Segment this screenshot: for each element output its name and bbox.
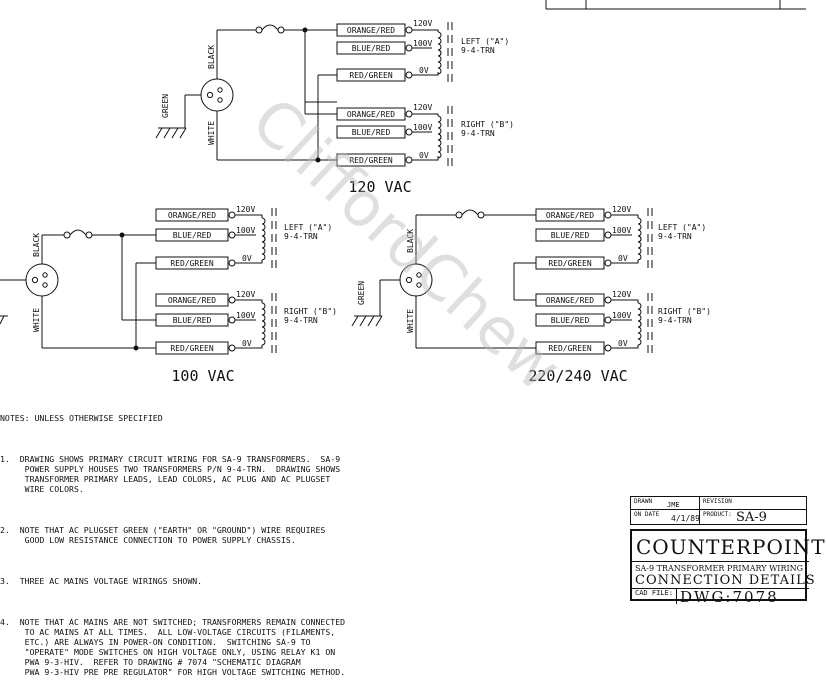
- transformer-part: 9-4-TRN: [658, 232, 692, 241]
- on-date-value: 4/1/89: [671, 514, 700, 523]
- lead-label: BLUE/RED: [352, 44, 391, 53]
- wire-color-label: GREEN: [357, 281, 366, 305]
- note-4: 4. NOTE THAT AC MAINS ARE NOT SWITCHED; …: [0, 617, 346, 677]
- lead-label: BLUE/RED: [173, 231, 212, 240]
- transformer-label: RIGHT ("B"): [461, 120, 514, 129]
- lead-label: BLUE/RED: [551, 231, 590, 240]
- tap-label: 0V: [242, 254, 252, 263]
- lead-label: ORANGE/RED: [347, 26, 395, 35]
- transformer-part: 9-4-TRN: [284, 232, 318, 241]
- product-cell: PRODUCT: SA-9: [699, 509, 807, 525]
- tap-label: 0V: [618, 254, 628, 263]
- tap-label: 120V: [236, 290, 255, 299]
- caption-120vac: 120 VAC: [348, 178, 411, 196]
- lead-label: BLUE/RED: [551, 316, 590, 325]
- tap-label: 0V: [419, 66, 429, 75]
- drawn-value: JME: [667, 501, 680, 509]
- product-label: PRODUCT:: [703, 511, 732, 518]
- company-name: COUNTERPOINT: [636, 535, 826, 559]
- tap-label: 100V: [612, 311, 631, 320]
- lead-label: RED/GREEN: [349, 156, 393, 165]
- wire-color-label: WHITE: [32, 308, 41, 332]
- note-2: 2. NOTE THAT AC PLUGSET GREEN ("EARTH" O…: [0, 525, 326, 545]
- company-cell: COUNTERPOINT SA-9 TRANSFORMER PRIMARY WI…: [630, 529, 825, 606]
- caption-220vac: 220/240 VAC: [528, 367, 627, 385]
- lead-label: RED/GREEN: [548, 344, 592, 353]
- note-3: 3. THREE AC MAINS VOLTAGE WIRINGS SHOWN.: [0, 576, 203, 586]
- tap-label: 120V: [413, 19, 432, 28]
- caption-100vac: 100 VAC: [171, 367, 234, 385]
- transformer-label: LEFT ("A"): [284, 223, 332, 232]
- tap-label: 120V: [612, 290, 631, 299]
- lead-label: ORANGE/RED: [168, 211, 216, 220]
- lead-label: RED/GREEN: [170, 344, 214, 353]
- tap-label: 100V: [413, 123, 432, 132]
- date-cell: ON DATE 4/1/89: [630, 509, 700, 525]
- tap-label: 0V: [618, 339, 628, 348]
- wiring-diagram: ORANGE/RED BLUE/RED RED/GREEN ORANGE/RED…: [0, 0, 806, 405]
- dwg-number: DWG:7078: [680, 588, 779, 606]
- lead-label: RED/GREEN: [548, 259, 592, 268]
- transformer-part: 9-4-TRN: [658, 316, 692, 325]
- tap-label: 0V: [419, 151, 429, 160]
- cad-file-label: CAD FILE:: [635, 589, 673, 597]
- drawn-label: DRAWN: [634, 498, 653, 505]
- transformer-part: 9-4-TRN: [461, 46, 495, 55]
- wire-color-label: BLACK: [406, 229, 415, 253]
- wire-color-label: WHITE: [406, 309, 415, 333]
- transformer-label: LEFT ("A"): [461, 37, 509, 46]
- notes-heading: NOTES: UNLESS OTHERWISE SPECIFIED: [0, 413, 163, 423]
- drawing-title-line1: SA-9 TRANSFORMER PRIMARY WIRING: [635, 564, 804, 573]
- transformer-part: 9-4-TRN: [284, 316, 318, 325]
- wiring-120vac: [155, 21, 453, 167]
- tap-label: 0V: [242, 339, 252, 348]
- wire-color-label: WHITE: [207, 121, 216, 145]
- tap-label: 100V: [236, 311, 255, 320]
- tap-label: 120V: [413, 103, 432, 112]
- transformer-part: 9-4-TRN: [461, 129, 495, 138]
- note-1: 1. DRAWING SHOWS PRIMARY CIRCUIT WIRING …: [0, 454, 341, 494]
- tap-label: 100V: [413, 39, 432, 48]
- wire-color-label: BLACK: [32, 233, 41, 257]
- wire-color-label: GREEN: [161, 94, 170, 118]
- wire-color-label: BLACK: [207, 45, 216, 69]
- notes-block: NOTES: UNLESS OTHERWISE SPECIFIED 1. DRA…: [0, 393, 600, 687]
- revision-cell: REVISION: [699, 496, 807, 510]
- transformer-label: RIGHT ("B"): [284, 307, 337, 316]
- tap-label: 100V: [236, 226, 255, 235]
- drawing-title-line2: CONNECTION DETAILS: [635, 573, 816, 588]
- lead-label: ORANGE/RED: [546, 296, 594, 305]
- lead-label: RED/GREEN: [349, 71, 393, 80]
- lead-label: ORANGE/RED: [168, 296, 216, 305]
- tap-label: 120V: [612, 205, 631, 214]
- on-date-label: ON DATE: [634, 511, 660, 518]
- lead-label: ORANGE/RED: [546, 211, 594, 220]
- tap-label: 120V: [236, 205, 255, 214]
- product-value: SA-9: [736, 510, 767, 525]
- sheet-border: [545, 0, 806, 10]
- labels-220vac: ORANGE/RED BLUE/RED RED/GREEN ORANGE/RED…: [357, 205, 711, 385]
- wiring-100vac: [0, 207, 277, 355]
- tap-label: 100V: [612, 226, 631, 235]
- lead-label: BLUE/RED: [173, 316, 212, 325]
- transformer-label: LEFT ("A"): [658, 223, 706, 232]
- lead-label: RED/GREEN: [170, 259, 214, 268]
- lead-label: ORANGE/RED: [347, 110, 395, 119]
- transformer-label: RIGHT ("B"): [658, 307, 711, 316]
- labels-100vac: ORANGE/RED BLUE/RED RED/GREEN ORANGE/RED…: [32, 205, 337, 385]
- lead-label: BLUE/RED: [352, 128, 391, 137]
- revision-label: REVISION: [703, 498, 732, 505]
- labels-120vac: ORANGE/RED BLUE/RED RED/GREEN ORANGE/RED…: [161, 19, 514, 196]
- title-block: DRAWN JME REVISION ON DATE 4/1/89 PRODUC…: [630, 496, 825, 606]
- wiring-220vac: [351, 207, 653, 355]
- drawn-cell: DRAWN JME: [630, 496, 700, 510]
